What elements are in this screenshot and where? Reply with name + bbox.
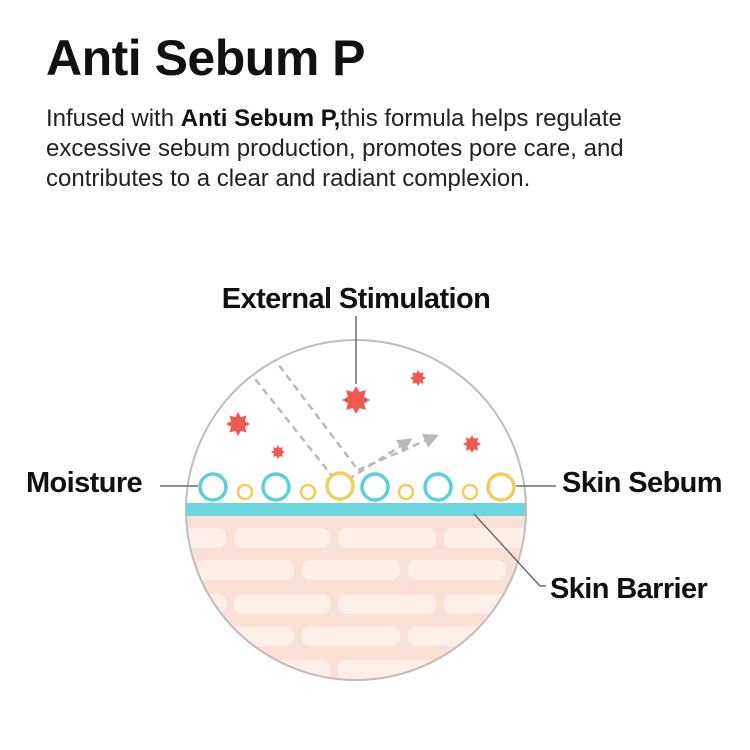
sebum-particle-icon [486,472,516,502]
sebum-particle-icon [325,471,355,501]
skin-barrier-band [186,503,526,516]
page-title: Anti Sebum P [46,30,366,86]
description-prefix: Infused with [46,105,181,132]
label-skin-sebum: Skin Sebum [562,467,722,499]
barrier-leader-line [473,513,546,587]
stimulation-particle-icon [463,435,481,453]
stimulation-particle-icon [226,412,250,436]
sebum-particle-icon [236,483,254,501]
sebum-particle-icon [461,483,479,501]
stimulation-particle-icon [410,370,426,386]
moisture-particle-icon [360,472,390,502]
stimulation-particle-icon [342,386,370,414]
surface-particles [198,471,516,502]
sebum-particle-icon [299,483,317,501]
description-rest: this formula helps regulate excessive se… [46,105,624,192]
description: Infused with Anti Sebum P,this formula h… [46,104,716,194]
label-external-stimulation: External Stimulation [222,283,490,315]
description-bold: Anti Sebum P, [180,105,341,132]
stimulation-particle-icon [271,445,285,459]
sebum-particle-icon [397,483,415,501]
moisture-particle-icon [423,472,453,502]
stimulation-particles [226,370,481,459]
label-skin-barrier: Skin Barrier [550,573,708,605]
label-moisture: Moisture [26,467,143,499]
moisture-particle-icon [198,472,228,502]
moisture-particle-icon [261,472,291,502]
